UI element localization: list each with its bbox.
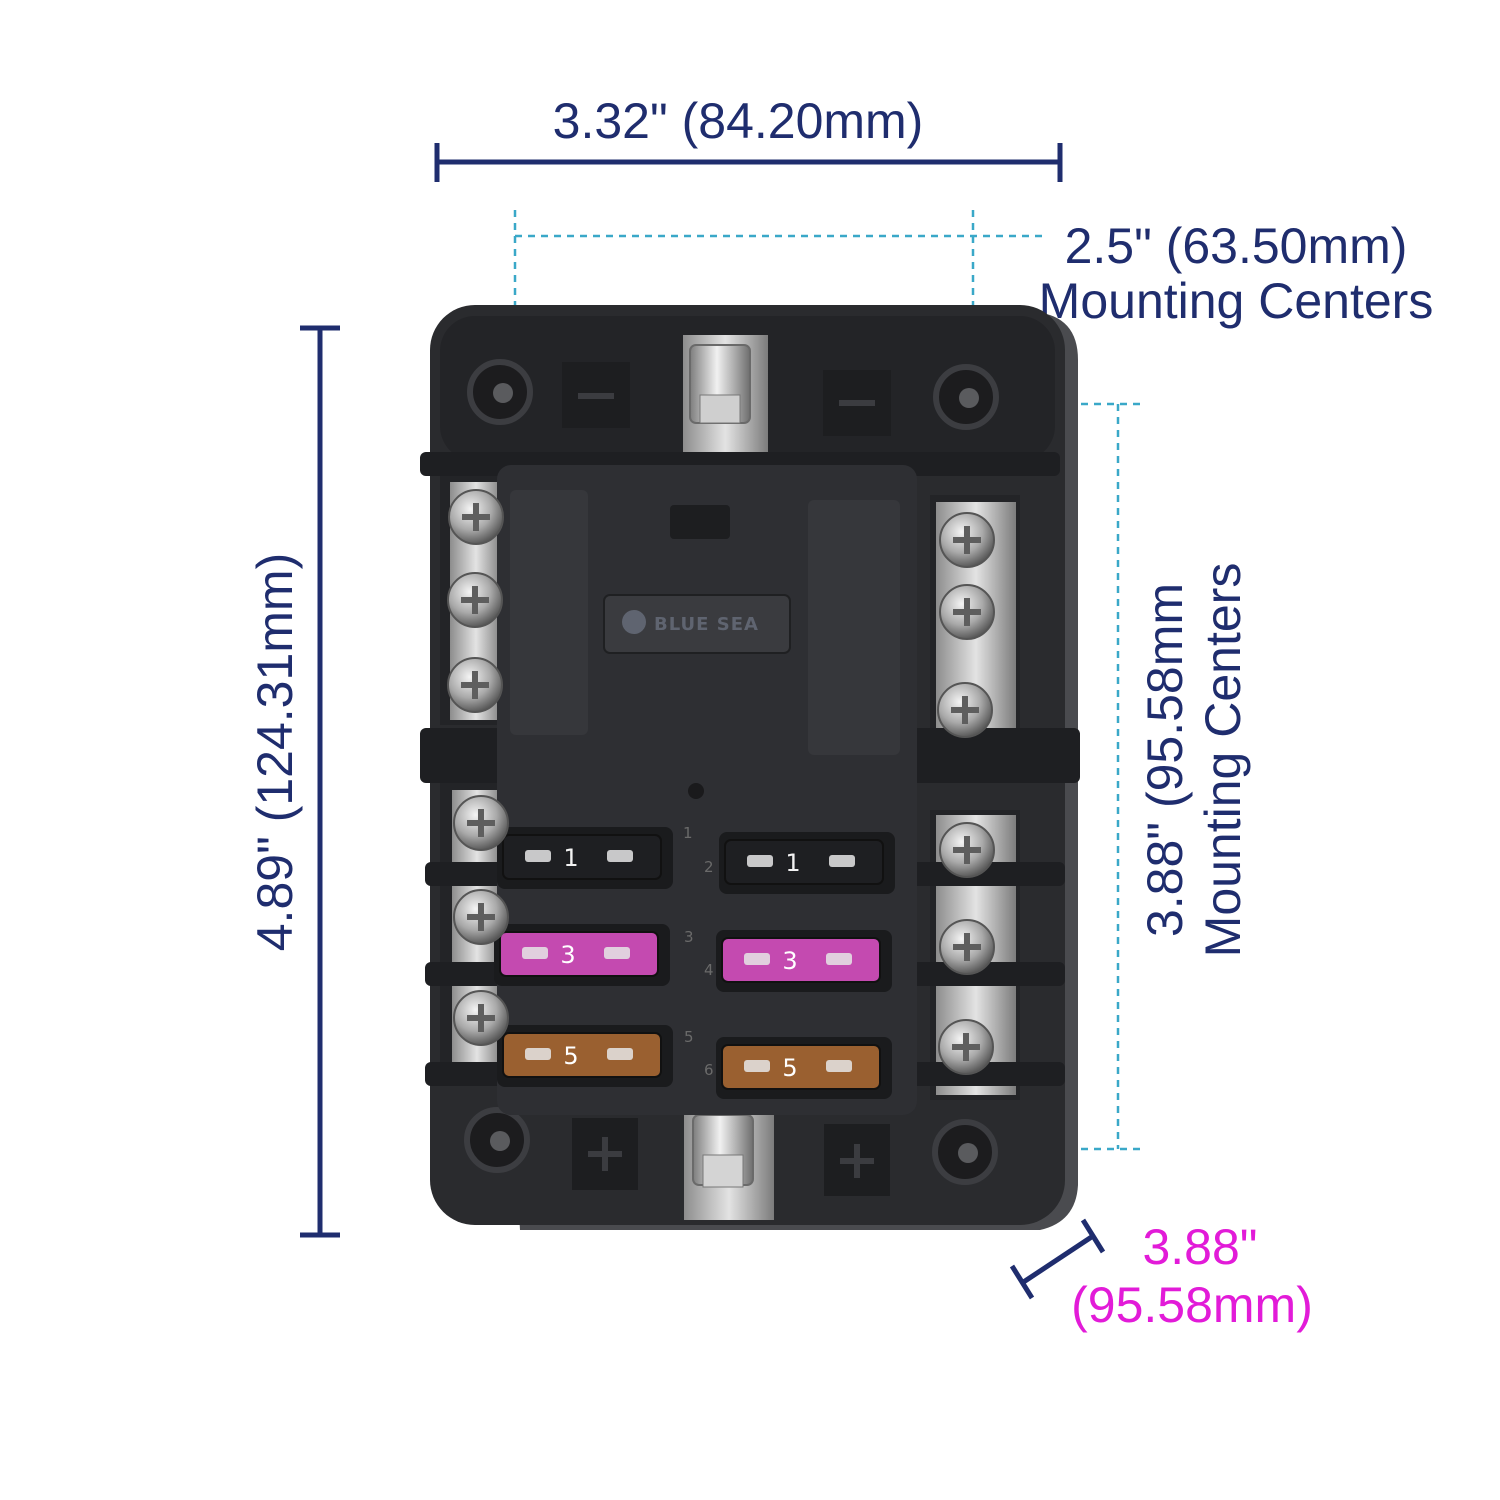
fuse-4[interactable]: 3 <box>716 930 892 992</box>
fuse-3[interactable]: 3 <box>494 924 670 986</box>
width-label: 3.32" (84.20mm) <box>553 93 924 149</box>
slot-number-5: 5 <box>684 1028 694 1046</box>
terminal-screw <box>939 512 995 568</box>
terminal-screw <box>939 584 995 640</box>
mount-vertical-value: 3.88" (95.58mm <box>1137 583 1193 937</box>
minus-symbol-right <box>823 370 891 436</box>
mount-vertical-dimension: 3.88" (95.58mm Mounting Centers <box>1137 563 1251 958</box>
fuse-rating: 1 <box>785 849 800 877</box>
fuse-rating: 5 <box>782 1054 797 1082</box>
fuse-6[interactable]: 5 <box>716 1037 892 1099</box>
brand-plate <box>603 594 791 654</box>
mount-horizontal-label: Mounting Centers <box>1039 273 1434 329</box>
plus-symbol-left <box>572 1118 638 1190</box>
depth-mm: (95.58mm) <box>1071 1277 1313 1333</box>
mount-horizontal-dimension: 2.5" (63.50mm) Mounting Centers <box>1039 218 1434 329</box>
mount-horizontal-value: 2.5" (63.50mm) <box>1065 218 1408 274</box>
fuse-5[interactable]: 5 <box>497 1025 673 1087</box>
terminal-screw <box>939 919 995 975</box>
slot-number-3: 3 <box>684 928 694 946</box>
fuse-rating: 3 <box>560 941 575 969</box>
slot-number-4: 4 <box>704 961 714 979</box>
height-label: 4.89" (124.31mm) <box>247 553 303 952</box>
height-dimension: 4.89" (124.31mm) <box>247 325 340 1238</box>
fuse-2[interactable]: 1 <box>719 832 895 894</box>
terminal-screw <box>937 682 993 738</box>
fuse-slot-numbers: 1 2 3 4 5 6 <box>683 824 714 1079</box>
terminal-screw <box>453 795 509 851</box>
terminal-screw <box>448 489 504 545</box>
minus-symbol-left <box>562 362 630 428</box>
brand-logo-icon <box>622 610 646 634</box>
slot-number-1: 1 <box>683 824 693 842</box>
fuse-1[interactable]: 1 <box>497 827 673 889</box>
depth-dimension: 3.88" (95.58mm) <box>1009 1218 1313 1333</box>
slot-number-2: 2 <box>704 858 714 876</box>
terminal-screw <box>447 657 503 713</box>
mounting-hole-top-right <box>933 364 999 430</box>
width-dimension: 3.32" (84.20mm) <box>434 93 1063 182</box>
depth-inches: 3.88" <box>1142 1219 1257 1275</box>
negative-stud <box>683 335 768 475</box>
plus-symbol-right <box>824 1124 890 1196</box>
fuse-rating: 1 <box>563 844 578 872</box>
fuse-rating: 5 <box>563 1042 578 1070</box>
terminal-screw <box>453 889 509 945</box>
terminal-screw <box>939 822 995 878</box>
slot-number-6: 6 <box>704 1061 714 1079</box>
mount-vertical-label: Mounting Centers <box>1195 563 1251 958</box>
fuse-block: BLUE SEA 1 2 3 4 5 6 1 1 3 3 5 5 <box>420 305 1080 1230</box>
mounting-hole-bottom-left <box>464 1107 530 1173</box>
terminal-screws <box>447 489 995 1075</box>
positive-stud <box>684 1105 774 1220</box>
fuse-rating: 3 <box>782 947 797 975</box>
brand-name: BLUE SEA <box>654 614 759 635</box>
terminal-screw <box>447 572 503 628</box>
terminal-screw <box>453 990 509 1046</box>
mounting-hole-top-left <box>467 359 533 425</box>
cover-latch <box>670 505 730 539</box>
fuses: 1 1 3 3 5 5 <box>494 827 895 1099</box>
mounting-hole-bottom-right <box>932 1119 998 1185</box>
terminal-screw <box>938 1019 994 1075</box>
